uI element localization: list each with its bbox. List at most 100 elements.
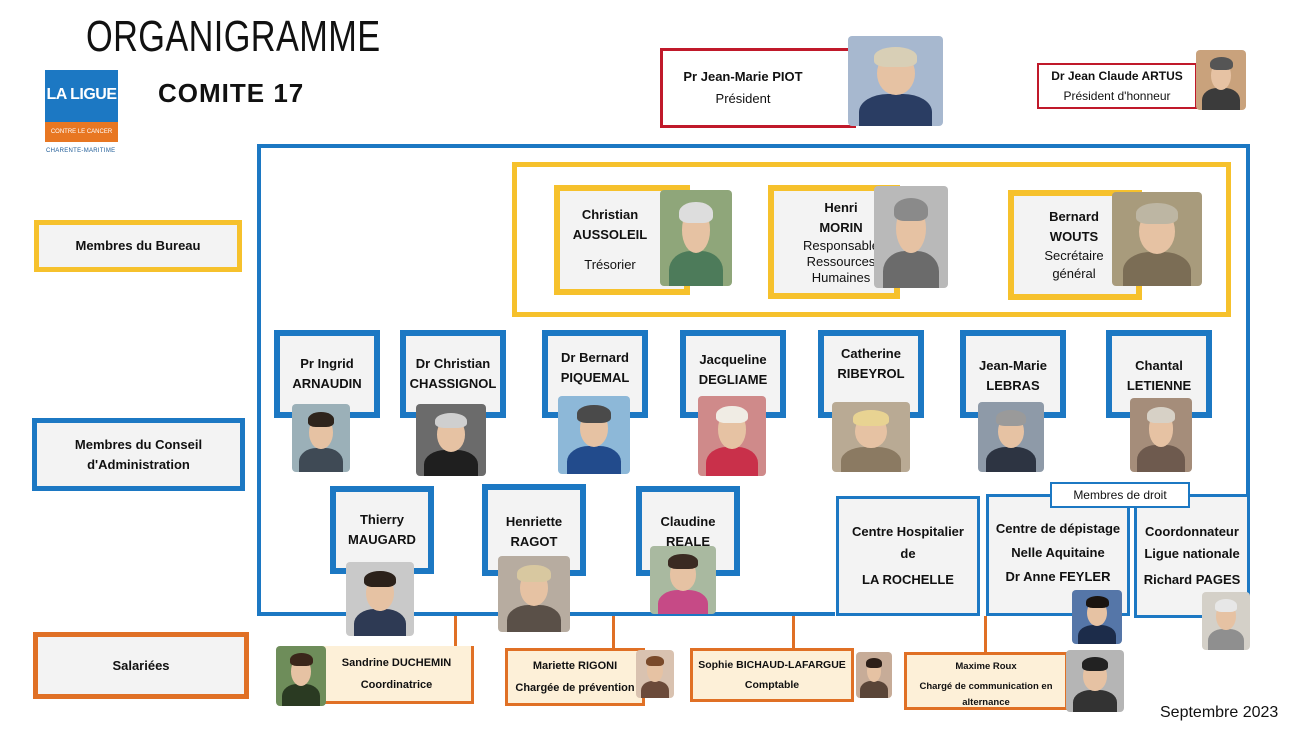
droit-line-3: Richard PAGES [1143,572,1241,587]
council-member-card: Dr Christian CHASSIGNOL [400,330,506,418]
council-member-card: Thierry MAUGARD [330,486,434,574]
member-first-name: Thierry [359,512,405,527]
droit-line-3: Dr Anne FEYLER [1005,569,1111,584]
salarie-role: Coordinatrice [360,679,433,691]
salarie-name: Mariette RIGONI [532,660,618,672]
salarie-photo [856,652,892,698]
section-conseil-text-2: d'Administration [87,456,190,472]
council-photo [416,404,486,476]
salarie-photo [1066,650,1124,712]
president-role: Président [715,91,771,106]
member-last-name: REALE [665,534,711,549]
salarie-card: Sophie BICHAUD-LAFARGUE Comptable [690,648,854,702]
president-photo [848,36,943,126]
bureau-frame [512,162,1231,317]
section-conseil-text-1: Membres du Conseil [74,436,203,452]
salarie-card: Mariette RIGONI Chargée de prévention [505,648,645,706]
council-photo [292,404,350,472]
droit-member-card: Centre Hospitalier de LA ROCHELLE [836,496,980,616]
member-first-name: Claudine [660,514,716,529]
member-last-name: MAUGARD [348,532,416,547]
council-member-card: Pr Ingrid ARNAUDIN [274,330,380,418]
council-frame-top [257,144,1250,148]
section-conseil-label: Membres du Conseil d'Administration [32,418,245,491]
droit-line-2: Nelle Aquitaine [1011,545,1105,560]
council-photo [558,396,630,474]
salarie-photo [636,650,674,698]
honorary-name: Dr Jean Claude ARTUS [1051,69,1183,83]
logo-main-text: LA LIGUE [46,86,117,103]
salarie-card: Maxime Roux Chargé de communication en a… [904,652,1068,710]
salarie-role: Comptable [744,679,800,691]
council-member-card: Chantal LETIENNE [1106,330,1212,418]
honorary-role: Président d'honneur [1063,89,1171,103]
droit-line-2: Ligue nationale [1144,546,1240,561]
council-photo [1130,398,1192,472]
salarie-photo [276,646,326,706]
membres-droit-text: Membres de droit [1073,488,1167,502]
salarie-connector [612,616,615,648]
member-first-name: Christian [581,207,639,222]
member-first-name: Jean-Marie [979,358,1047,373]
member-role: Secrétaire général [1044,248,1104,281]
member-first-name: Henri [824,200,858,215]
comite-title: COMITE 17 [158,78,305,108]
honorary-box: Dr Jean Claude ARTUS Président d'honneur [1037,63,1197,109]
ligue-logo: LA LIGUE CONTRE LE CANCER [45,70,118,142]
member-first-name: Jacqueline [699,352,767,367]
salarie-name: Sandrine DUCHEMIN [341,657,452,669]
droit-photo [1202,592,1250,650]
council-photo [346,562,414,636]
member-first-name: Dr Christian [415,356,491,371]
member-first-name: Pr Ingrid [300,356,354,371]
salarie-role: Chargé de communication en alternance [919,681,1053,708]
salarie-role: Chargée de prévention [515,682,635,694]
council-photo [832,402,910,472]
member-last-name: LETIENNE [1126,378,1192,393]
salarie-connector [792,616,795,648]
membres-droit-badge: Membres de droit [1050,482,1190,508]
salarie-name: Sophie BICHAUD-LAFARGUE [698,659,846,671]
member-last-name: DEGLIAME [698,372,768,387]
bureau-photo [660,190,732,286]
member-last-name: PIQUEMAL [560,370,630,385]
section-bureau-text: Membres du Bureau [75,238,201,253]
droit-line-1: Centre de dépistage [995,521,1121,536]
bureau-photo [1112,192,1202,286]
honorary-photo [1196,50,1246,110]
member-last-name: RIBEYROL [837,366,905,381]
droit-line-3: LA ROCHELLE [862,572,954,587]
council-photo [650,546,716,614]
section-salaries-label: Salariées [33,632,249,699]
member-last-name: CHASSIGNOL [409,376,497,391]
member-role: Trésorier [584,257,636,272]
salarie-connector [454,616,457,648]
salarie-name: Maxime Roux [955,661,1017,672]
council-photo [698,396,766,476]
president-name: Pr Jean-Marie PIOT [683,69,803,84]
page-title: ORGANIGRAMME [86,12,381,61]
member-first-name: Dr Bernard [561,350,629,365]
member-last-name: AUSSOLEIL [572,227,648,242]
council-photo [978,402,1044,472]
member-first-name: Bernard [1049,209,1099,224]
member-last-name: WOUTS [1049,229,1099,244]
member-first-name: Catherine [841,346,901,361]
logo-region: CHARENTE-MARITIME [46,148,116,154]
member-role: Responsable Ressources Humaines [803,238,879,285]
member-last-name: ARNAUDIN [292,376,362,391]
droit-line-1: Coordonnateur [1145,524,1239,539]
council-frame-right [1246,144,1250,496]
member-first-name: Henriette [505,514,563,529]
council-photo [498,556,570,632]
salarie-connector [984,616,987,654]
member-last-name: RAGOT [510,534,558,549]
president-box: Pr Jean-Marie PIOT Président [660,48,856,128]
section-bureau-label: Membres du Bureau [34,220,242,272]
logo-band-text: CONTRE LE CANCER [45,122,118,142]
member-last-name: MORIN [819,220,863,235]
salarie-card: Sandrine DUCHEMIN Coordinatrice [322,646,474,704]
council-frame-left [257,144,261,616]
member-first-name: Chantal [1135,358,1183,373]
droit-photo [1072,590,1122,644]
